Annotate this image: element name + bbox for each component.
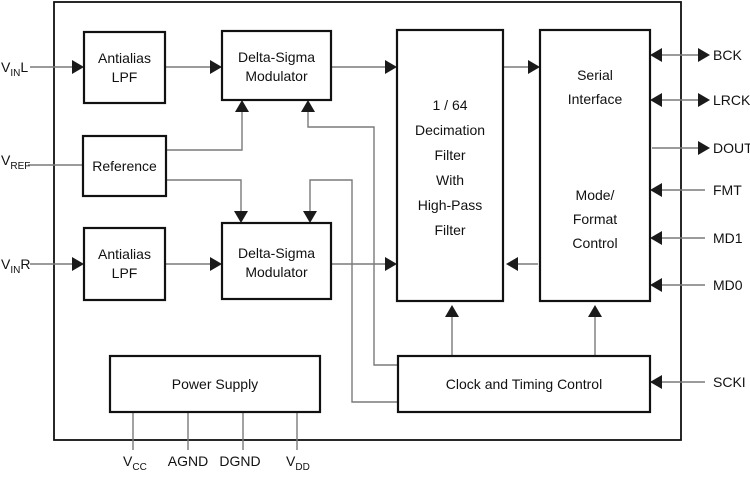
pin-md1: MD1 [713,230,743,246]
svg-text:Delta-Sigma: Delta-Sigma [238,49,315,65]
pin-agnd: AGND [168,453,208,469]
signal-arrows [72,48,710,389]
svg-text:With: With [436,172,464,188]
svg-text:Delta-Sigma: Delta-Sigma [238,245,315,261]
svg-text:Control: Control [572,235,617,251]
power-supply-block: Power Supply [108,354,322,414]
pin-dout: DOUT [713,140,750,156]
svg-text:Reference: Reference [92,158,157,174]
svg-text:Decimation: Decimation [415,122,485,138]
reference-block: Reference [81,134,168,198]
pin-vref: VREF [1,152,30,172]
svg-text:1 / 64: 1 / 64 [432,97,467,113]
delta-sigma-modulator-left: Delta-Sigma Modulator [220,29,333,102]
pin-fmt: FMT [713,182,742,198]
pin-lrck: LRCK [713,92,750,108]
pin-md0: MD0 [713,277,743,293]
antialias-lpf-right: Antialias LPF [82,226,167,302]
antialias-lpf-left: Antialias LPF [82,30,167,105]
svg-text:LPF: LPF [112,265,138,281]
svg-text:LPF: LPF [112,69,138,85]
pin-bck: BCK [713,47,742,63]
serial-interface-block: Serial Interface Mode/ Format Control [538,28,652,303]
svg-text:Modulator: Modulator [245,264,308,280]
svg-text:Serial: Serial [577,67,613,83]
svg-text:VCC: VCC [123,453,147,473]
svg-text:Modulator: Modulator [245,68,308,84]
svg-text:Antialias: Antialias [98,50,151,66]
delta-sigma-modulator-right: Delta-Sigma Modulator [220,221,333,301]
svg-text:Format: Format [573,211,617,227]
svg-text:VREF: VREF [1,152,30,172]
svg-text:Interface: Interface [568,91,623,107]
pin-vdd: VDD [286,453,310,473]
pin-vin-left: VINL [1,59,28,79]
svg-text:Mode/: Mode/ [576,187,615,203]
pin-scki: SCKI [713,374,746,390]
svg-text:Clock and Timing Control: Clock and Timing Control [446,376,602,392]
svg-text:Filter: Filter [434,147,465,163]
decimation-filter-block: 1 / 64 Decimation Filter With High-Pass … [395,28,505,303]
pin-vin-right: VINR [1,256,30,276]
svg-text:Power Supply: Power Supply [172,376,258,392]
svg-text:Filter: Filter [434,222,465,238]
pin-dgnd: DGND [219,453,260,469]
svg-text:VINL: VINL [1,59,28,79]
svg-text:Antialias: Antialias [98,246,151,262]
clock-timing-control-block: Clock and Timing Control [396,354,652,414]
pin-vcc: VCC [123,453,147,473]
svg-text:VDD: VDD [286,453,310,473]
svg-text:VINR: VINR [1,256,30,276]
svg-text:High-Pass: High-Pass [418,197,483,213]
